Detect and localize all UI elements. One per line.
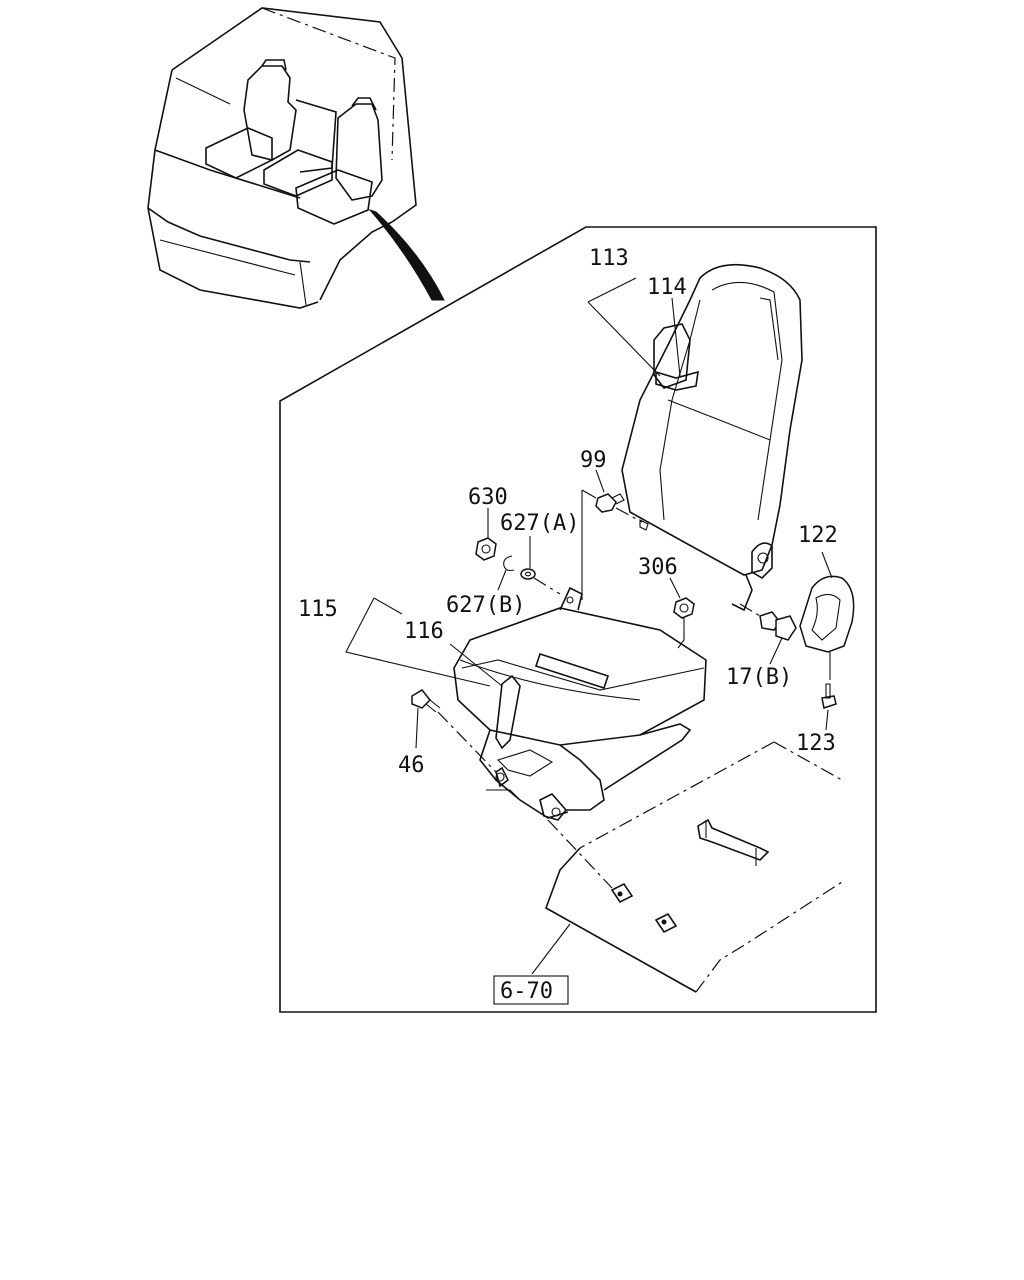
clip-627b xyxy=(503,555,515,572)
label-ref: 6-70 xyxy=(500,979,553,1004)
nut-630 xyxy=(475,537,497,561)
label-115: 115 xyxy=(298,597,338,622)
label-113: 113 xyxy=(589,246,629,271)
seat-cushion xyxy=(453,586,707,821)
label-46: 46 xyxy=(398,753,425,778)
label-114: 114 xyxy=(647,275,687,300)
floor-panel xyxy=(545,741,843,993)
bushing-99 xyxy=(595,493,649,531)
cab-overview xyxy=(147,7,445,309)
label-306: 306 xyxy=(638,555,678,580)
cover-122 xyxy=(799,575,855,680)
label-123: 123 xyxy=(796,731,836,756)
detail-frame xyxy=(279,226,877,1013)
label-627a: 627(A) xyxy=(500,511,579,536)
bolt-46 xyxy=(411,689,497,773)
washer-627a xyxy=(520,568,536,580)
label-630: 630 xyxy=(468,485,508,510)
label-627b: 627(B) xyxy=(446,593,525,618)
reference-box: 6-70 xyxy=(493,975,569,1005)
nut-306 xyxy=(673,597,695,649)
seat-back xyxy=(621,263,803,612)
label-17b: 17(B) xyxy=(726,665,792,690)
screw-123 xyxy=(821,683,837,709)
label-99: 99 xyxy=(580,448,607,473)
label-116: 116 xyxy=(404,619,444,644)
leader-lines xyxy=(345,277,833,975)
label-122: 122 xyxy=(798,523,838,548)
bolt-17b xyxy=(739,603,797,641)
